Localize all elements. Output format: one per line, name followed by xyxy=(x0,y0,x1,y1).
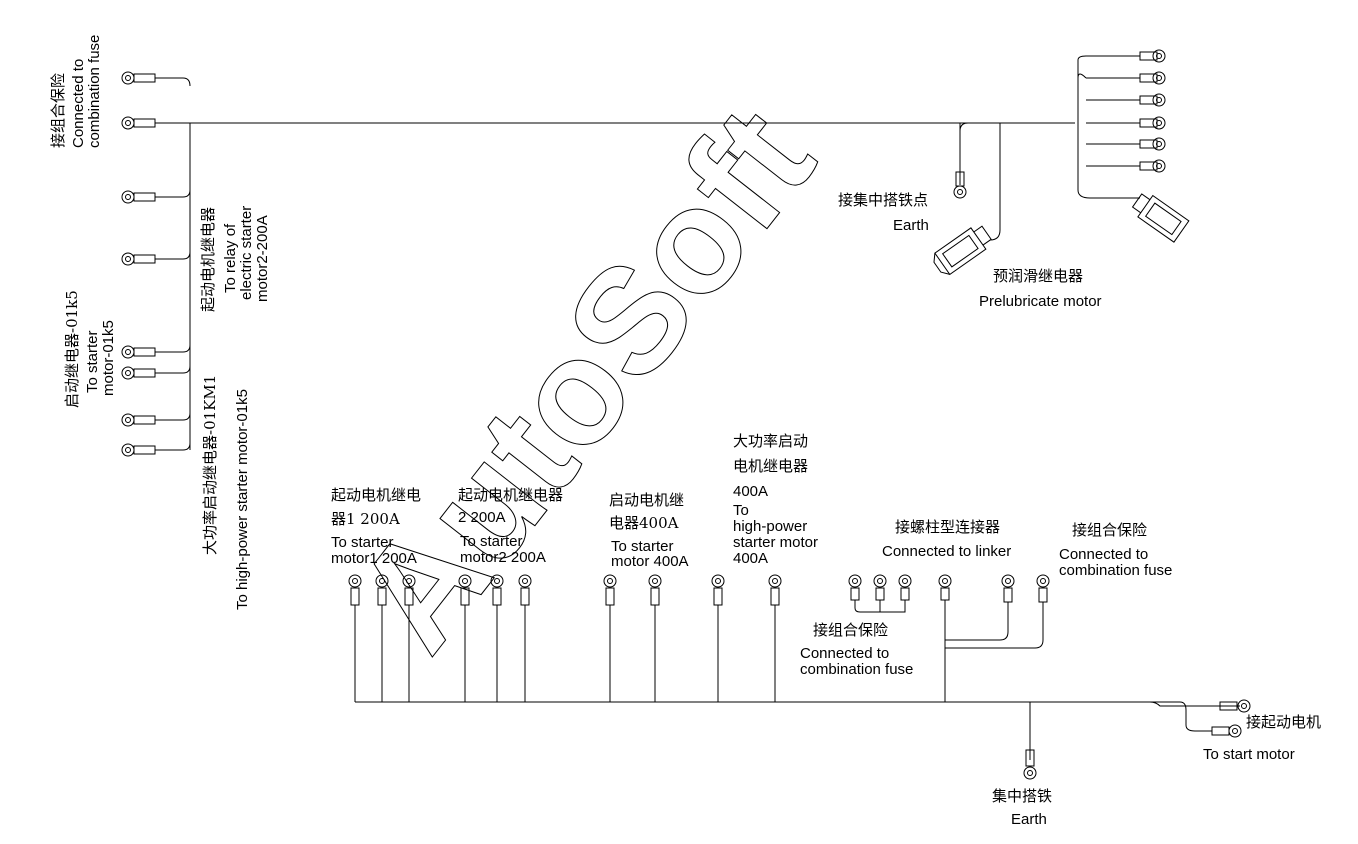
hp400-en-label: To xyxy=(733,502,749,519)
highpower-en-label: To high-power starter motor-01k5 xyxy=(234,389,251,610)
relay1-cn-label-2: 器1 200A xyxy=(331,510,400,528)
relay-starter-en-label-2: electric starter xyxy=(238,205,255,300)
ring-terminal-icon xyxy=(121,345,156,359)
ring-terminal-icon xyxy=(1139,159,1166,173)
ring-terminal-icon xyxy=(711,574,725,606)
relay2-en-label: To starter xyxy=(460,533,523,550)
relay-starter-en-label: To relay of xyxy=(222,223,239,293)
ring-terminal-icon xyxy=(898,574,912,601)
autosoft-watermark: AutoSoft xyxy=(322,77,845,680)
ring-terminal-icon xyxy=(848,574,862,601)
hp400-cn-label: 大功率启动 xyxy=(733,432,809,450)
fuse-right-en-label-2: combination fuse xyxy=(1059,562,1173,579)
fuse-mid-cn-label: 接组合保险 xyxy=(813,621,889,639)
fuse-mid-en-label: Connected to xyxy=(800,645,890,662)
relay2-cn-label-2: 2 200A xyxy=(458,509,506,526)
ring-terminal-icon xyxy=(768,574,782,606)
top-left-fuse-cn-label: 接组合保险 xyxy=(49,72,67,148)
left-ring-terminals xyxy=(121,71,156,457)
relay1-cn-label: 起动电机继电 xyxy=(331,486,422,504)
ring-terminal-icon xyxy=(121,71,156,85)
svg-text:AutoSoft: AutoSoft xyxy=(323,77,845,679)
relay-starter-cn-label: 起动电机继电器 xyxy=(199,206,217,312)
prelube-en-label: Prelubricate motor xyxy=(979,293,1102,310)
ring-terminal-icon xyxy=(121,252,156,266)
ring-terminal-icon xyxy=(121,116,156,130)
ring-terminal-icon xyxy=(458,574,472,606)
main-trunk-wire xyxy=(155,55,1140,451)
fuse-right-cn-label: 接组合保险 xyxy=(1072,521,1148,539)
ring-terminal-icon xyxy=(1139,49,1166,63)
prelube-cn-label: 预润滑继电器 xyxy=(993,267,1084,285)
ring-terminal-icon xyxy=(121,413,156,427)
ring-terminal-icon xyxy=(1023,749,1037,780)
ring-terminal-icon xyxy=(121,190,156,204)
top-left-fuse-en-label-2: combination fuse xyxy=(86,34,103,148)
start-motor-cn-label: 接起动电机 xyxy=(1246,713,1322,731)
starter-01k5-en-label: To starter xyxy=(84,330,101,393)
ring-terminal-icon xyxy=(1139,116,1166,130)
ring-terminal-icon xyxy=(1036,574,1050,603)
highpower-cn-label: 大功率启动继电器-01KM1 xyxy=(201,374,219,555)
relay1-en-label: To starter xyxy=(331,534,394,551)
start-motor-en-label: To start motor xyxy=(1203,746,1295,763)
ring-terminal-icon xyxy=(938,574,952,601)
fuse-mid-en-label-2: combination fuse xyxy=(800,661,914,678)
ring-terminal-icon xyxy=(1219,699,1251,713)
hp400-cn-label-3: 400A xyxy=(733,483,769,500)
right-ring-terminals xyxy=(1139,49,1166,173)
ring-terminal-icon xyxy=(518,574,532,606)
ring-terminal-icon xyxy=(1139,137,1166,151)
hp400-en-label-4: 400A xyxy=(733,550,769,567)
ring-terminal-icon xyxy=(375,574,389,606)
ring-terminal-icon xyxy=(490,574,504,606)
relay400-cn-label: 启动电机继 xyxy=(609,491,685,509)
earth-bottom-en-label: Earth xyxy=(1011,811,1047,828)
ring-terminal-icon xyxy=(1139,71,1166,85)
earth-top-terminal xyxy=(953,171,967,199)
ring-terminal-icon xyxy=(1001,574,1015,603)
fuse-right-en-label: Connected to xyxy=(1059,546,1149,563)
bottom-ring-terminals xyxy=(348,574,1251,780)
bottom-harness-wire xyxy=(354,600,1240,760)
ring-terminal-icon xyxy=(603,574,617,606)
relay2-cn-label: 起动电机继电器 xyxy=(458,486,564,504)
ring-terminal-icon xyxy=(121,443,156,457)
ring-terminal-icon xyxy=(648,574,662,606)
linker-cn-label: 接螺柱型连接器 xyxy=(895,518,1001,536)
hp400-cn-label-2: 电机继电器 xyxy=(733,457,809,475)
relay2-en-label-2: motor2 200A xyxy=(460,549,546,566)
earth-top-en-label: Earth xyxy=(893,217,929,234)
relay400-cn-label-2: 电器400A xyxy=(609,514,679,532)
starter-01k5-cn-label: 启动继电器-01k5 xyxy=(63,290,81,408)
ring-terminal-icon xyxy=(873,574,887,601)
top-left-fuse-en-label: Connected to xyxy=(70,58,87,148)
right-connector-icon xyxy=(1131,193,1190,243)
relay400-en-label-2: motor 400A xyxy=(611,553,689,570)
earth-bottom-cn-label: 集中搭铁 xyxy=(992,787,1053,805)
ring-terminal-icon xyxy=(1211,724,1242,738)
prelube-connector-icon xyxy=(933,225,992,276)
relay-starter-en-label-3: motor2-200A xyxy=(254,215,271,302)
earth-top-cn-label: 接集中搭铁点 xyxy=(838,191,929,209)
linker-en-label: Connected to linker xyxy=(882,543,1012,560)
ring-terminal-icon xyxy=(402,574,416,606)
hp400-en-label-2: high-power xyxy=(733,518,808,535)
relay1-en-label-2: motor1 200A xyxy=(331,550,417,567)
ring-terminal-icon xyxy=(348,574,362,606)
hp400-en-label-3: starter motor xyxy=(733,534,819,551)
relay400-en-label: To starter xyxy=(611,538,674,555)
ring-terminal-icon xyxy=(121,366,156,380)
starter-01k5-en-label-2: motor-01k5 xyxy=(100,320,117,396)
ring-terminal-icon xyxy=(1139,93,1166,107)
